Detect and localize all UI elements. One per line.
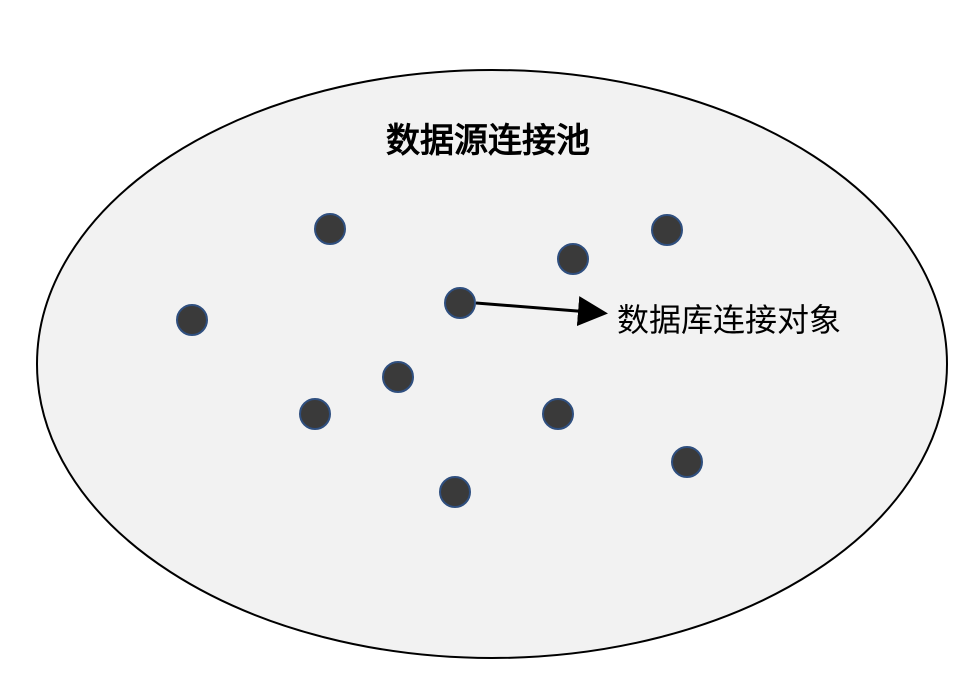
connection-node <box>299 398 331 430</box>
connection-node <box>651 214 683 246</box>
pointer-arrow <box>475 296 608 327</box>
pool-title: 数据源连接池 <box>386 121 590 161</box>
connection-object-label: 数据库连接对象 <box>617 301 841 339</box>
connection-node <box>382 361 414 393</box>
connection-node <box>557 243 589 275</box>
connection-node <box>542 398 574 430</box>
connection-node <box>176 304 208 336</box>
connection-node <box>314 213 346 245</box>
connection-nodes <box>176 213 703 508</box>
connection-node <box>439 476 471 508</box>
connection-node <box>444 287 476 319</box>
connection-pool-boundary <box>36 69 948 659</box>
connection-node <box>671 446 703 478</box>
